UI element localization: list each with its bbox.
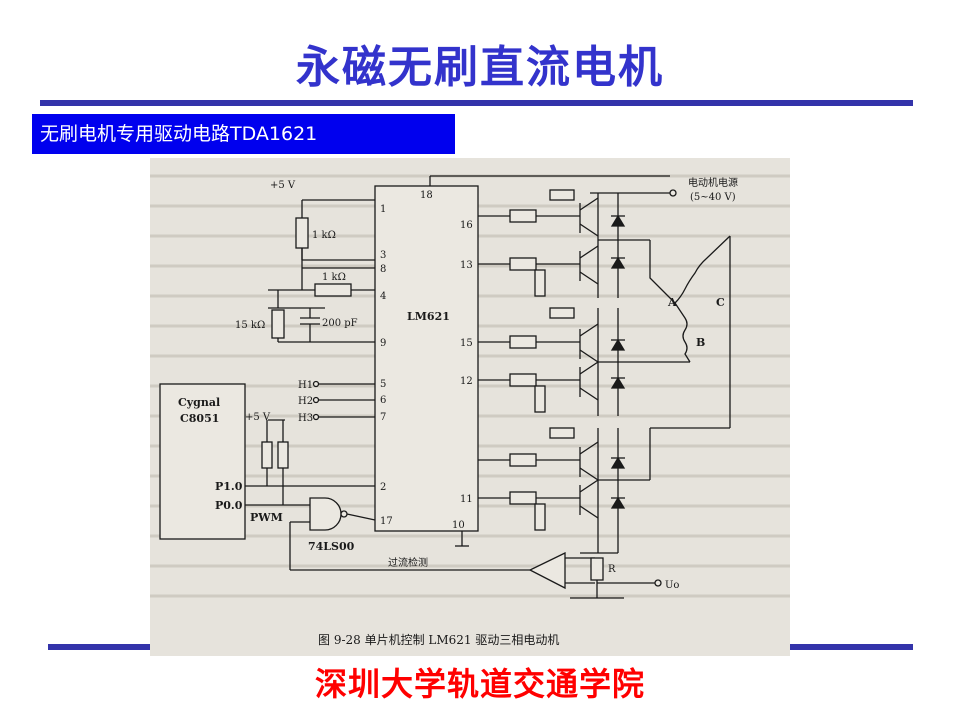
label-hall-1: H1 <box>298 380 313 391</box>
subtitle-banner: 无刷电机专用驱动电路TDA1621 <box>32 114 455 154</box>
subtitle-text: 无刷电机专用驱动电路TDA1621 <box>40 123 318 145</box>
svg-text:4: 4 <box>380 291 386 302</box>
label-r-15k: 15 kΩ <box>235 320 265 331</box>
half-bridge-c <box>536 428 651 536</box>
label-motor-power-2: (5~40 V) <box>690 192 736 203</box>
pullup-resistor-2 <box>277 441 289 469</box>
label-r-1k-a: 1 kΩ <box>312 230 336 241</box>
sense-resistor <box>590 557 604 581</box>
pin-numbers: 1 3 8 4 9 5 6 7 2 17 18 16 13 15 12 11 1… <box>380 190 473 531</box>
svg-text:9: 9 <box>380 338 386 349</box>
label-phase-c: C <box>716 296 725 309</box>
label-pin-p10: P1.0 <box>215 480 243 493</box>
svg-text:3: 3 <box>380 250 386 261</box>
label-overcurrent: 过流检测 <box>388 556 428 569</box>
svg-text:5: 5 <box>380 379 386 390</box>
label-pin-p00: P0.0 <box>215 499 243 512</box>
label-pwm: PWM <box>250 511 283 524</box>
label-output-uo: Uo <box>665 580 679 591</box>
svg-text:10: 10 <box>452 520 465 531</box>
label-phase-b: B <box>696 336 705 349</box>
svg-text:13: 13 <box>460 260 473 271</box>
label-motor-power-1: 电动机电源 <box>688 176 738 189</box>
svg-text:7: 7 <box>380 412 386 423</box>
label-hall-2: H2 <box>298 396 313 407</box>
label-phase-a: A <box>667 296 677 309</box>
label-gate: 74LS00 <box>308 540 355 553</box>
lm621-chip <box>374 185 479 532</box>
half-bridge-a <box>536 193 650 298</box>
svg-text:6: 6 <box>380 395 386 406</box>
slide-title: 永磁无刷直流电机 <box>296 42 664 93</box>
label-r-sense: R <box>608 564 616 575</box>
label-c-200pf: 200 pF <box>322 318 358 329</box>
resistor-15k <box>271 309 285 339</box>
svg-text:8: 8 <box>380 264 386 275</box>
half-bridge-b <box>536 308 690 416</box>
svg-text:18: 18 <box>420 190 433 201</box>
resistor-1k-horizontal <box>314 283 352 297</box>
motor-windings <box>649 235 731 429</box>
footer-divider-right <box>790 644 913 650</box>
label-hall-3: H3 <box>298 413 313 424</box>
label-mcu-line1: Cygnal <box>178 396 220 409</box>
label-mcu-line2: C8051 <box>180 412 219 425</box>
label-chip-name: LM621 <box>407 310 450 323</box>
resistor-1k-vertical <box>295 217 309 249</box>
footer-divider-left <box>48 644 150 650</box>
comparator-amplifier <box>528 551 566 590</box>
label-plus5v: +5 V <box>270 180 296 191</box>
nand-gate-74ls00 <box>309 497 342 531</box>
svg-text:11: 11 <box>460 494 473 505</box>
svg-text:2: 2 <box>380 482 386 493</box>
label-mcu-plus5v: +5 V <box>245 412 271 423</box>
pullup-resistor-1 <box>261 441 273 469</box>
svg-text:16: 16 <box>460 220 473 231</box>
label-r-1k-b: 1 kΩ <box>322 272 346 283</box>
footer-institution: 深圳大学轨道交通学院 <box>314 665 645 703</box>
circuit-diagram: +5 V 1 kΩ 1 kΩ 15 kΩ 200 pF LM621 Cygnal… <box>150 158 790 656</box>
mcu-block <box>159 383 246 540</box>
svg-text:12: 12 <box>460 376 473 387</box>
svg-text:17: 17 <box>380 516 393 527</box>
figure-caption: 图 9-28 单片机控制 LM621 驱动三相电动机 <box>318 633 559 647</box>
svg-text:1: 1 <box>380 204 386 215</box>
svg-text:15: 15 <box>460 338 473 349</box>
title-divider <box>40 100 913 106</box>
